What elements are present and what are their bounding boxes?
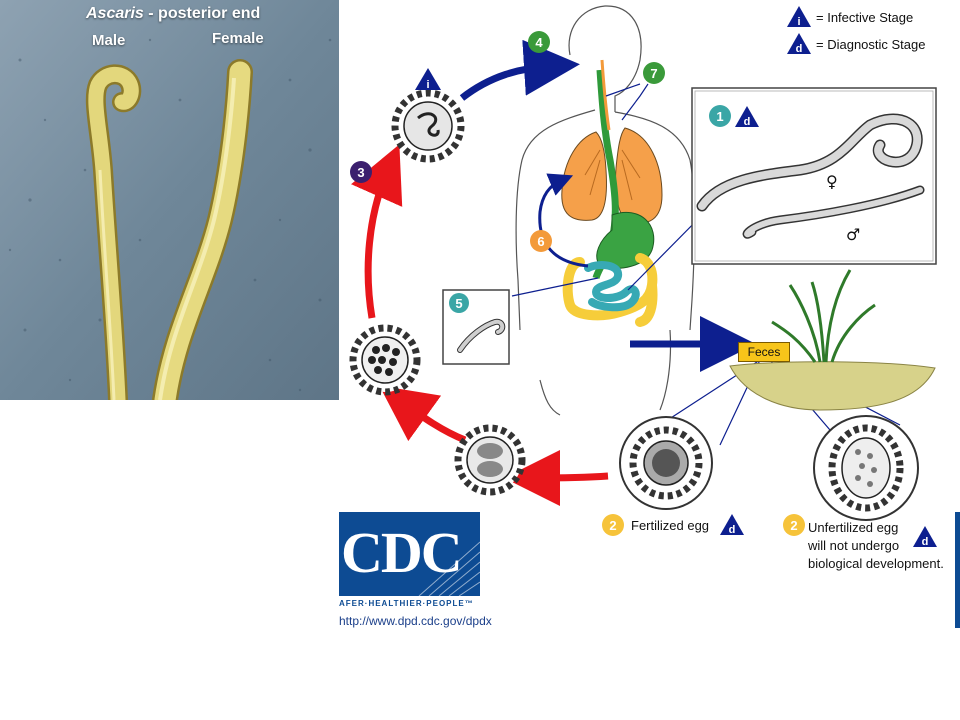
stage-5-number: 5 <box>455 296 462 311</box>
adults-diagnostic-letter: d <box>744 116 751 128</box>
caption-unfertilized-line3: biological development. <box>808 556 944 571</box>
stage-7-number: 7 <box>650 66 657 81</box>
fertilized-egg-panel <box>619 416 713 510</box>
caption-unfertilized-line1: Unfertilized egg <box>808 520 899 535</box>
ascaris-photo-image <box>0 0 339 400</box>
soil-and-grass <box>729 269 936 411</box>
female-symbol: ♀ <box>826 172 838 191</box>
edge-logo-fragment <box>955 512 960 628</box>
feces-label: Feces <box>738 342 790 362</box>
triangle-infective-legend <box>787 6 811 27</box>
cdc-logo-letters: CDC <box>341 520 463 585</box>
triangle-diagnostic-unfertilized <box>913 526 937 547</box>
legend-diagnostic-label: = Diagnostic Stage <box>816 37 926 52</box>
stage-6-number: 6 <box>537 234 544 249</box>
stage-2a-circle <box>602 514 624 536</box>
ascaris-photo: Ascaris - posterior end Male Female <box>0 0 339 400</box>
egg-multi-cell <box>349 324 421 396</box>
egg-two-cell <box>454 424 526 496</box>
adult-worms-panel <box>691 87 937 265</box>
infective-egg-letter: i <box>426 79 429 91</box>
triangle-diagnostic-fertilized <box>720 514 744 535</box>
photo-title: Ascaris - posterior end <box>86 5 260 23</box>
large-intestine <box>562 253 658 327</box>
cdc-logo-stripes <box>418 541 480 596</box>
unfertilized-diagnostic-letter: d <box>922 536 929 548</box>
arrow-egg-mid-to-infective <box>351 144 403 319</box>
arrow-larva-migration <box>538 173 589 268</box>
egg-infective <box>391 89 465 163</box>
triangle-diagnostic-legend <box>787 33 811 54</box>
arrow-2-to-egg-bottom <box>504 449 609 506</box>
stage-7-circle <box>643 62 665 84</box>
stage-6-circle <box>530 230 552 252</box>
caption-fertilized-egg: Fertilized egg <box>631 518 710 533</box>
photo-label-male: Male <box>92 32 126 49</box>
unfertilized-egg-panel <box>813 415 919 521</box>
lungs <box>561 127 663 224</box>
triangle-infective-egg <box>415 68 441 90</box>
stage-4-circle <box>528 31 550 53</box>
stage-1-number: 1 <box>716 109 723 124</box>
stage-2b-circle <box>783 514 805 536</box>
cdc-logo: CDC <box>339 512 480 596</box>
stage-4-number: 4 <box>535 35 543 50</box>
trachea <box>600 59 611 131</box>
stage-2b-number: 2 <box>790 518 797 533</box>
stage-2a-number: 2 <box>609 518 616 533</box>
caption-unfertilized-line2: will not undergo <box>808 538 900 553</box>
legend-infective-letter: i <box>797 16 800 28</box>
stage-3-number: 3 <box>357 165 364 180</box>
photo-title-genus: Ascaris <box>86 5 144 22</box>
leader-lines <box>511 83 901 446</box>
cdc-url[interactable]: http://www.dpd.cdc.gov/dpdx <box>339 614 492 628</box>
stage-3-circle <box>350 161 372 183</box>
arrow-infective-to-mouth <box>459 39 580 101</box>
cdc-tagline: AFER·HEALTHIER·PEOPLE™ <box>339 599 474 608</box>
male-symbol: ♂ <box>846 225 860 244</box>
arrow-egg-bottom-to-egg-mid <box>379 385 467 444</box>
human-body-outline <box>515 5 695 416</box>
photo-label-female: Female <box>212 30 264 47</box>
stage-5-circle <box>449 293 469 313</box>
legend-diagnostic-letter: d <box>796 43 803 55</box>
stage-1-circle <box>709 105 731 127</box>
small-intestine <box>584 260 640 312</box>
photo-title-rest: - posterior end <box>143 5 261 22</box>
fertilized-diagnostic-letter: d <box>729 524 736 536</box>
legend-infective-label: = Infective Stage <box>816 10 914 25</box>
triangle-diagnostic-adults <box>735 106 759 127</box>
